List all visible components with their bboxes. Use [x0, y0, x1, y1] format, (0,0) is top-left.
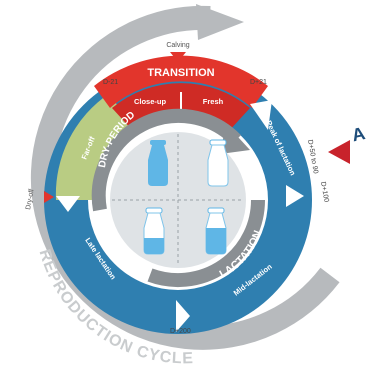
dry-period-ring [91, 108, 242, 212]
transition-band [94, 55, 268, 108]
separator-d21-arrow [250, 100, 272, 130]
close-up-label: Close-up [134, 97, 167, 106]
lactation-inner-ring [147, 199, 265, 288]
calving-marker-icon [170, 52, 186, 62]
separator-d100-arrow [286, 185, 304, 207]
separator-dryoff-arrow [56, 196, 80, 212]
dry-period-arrowhead [220, 124, 250, 154]
milk-can-icon [207, 139, 229, 187]
milk-can-icon [205, 207, 227, 255]
outer-cycle-arrowhead [196, 4, 244, 40]
fresh-label: Fresh [203, 97, 224, 106]
marker-d200: D+200 [170, 328, 191, 335]
transition-label: TRANSITION [147, 67, 214, 79]
milk-can-icon [143, 207, 165, 255]
dry-off-label: Dry-off [25, 189, 36, 211]
separator-d200-arrow [176, 300, 190, 332]
right-cut-label: A [350, 123, 367, 145]
far-off-segment [55, 93, 133, 200]
marker-d-21: D-21 [103, 79, 118, 86]
marker-d+21: D+21 [250, 79, 267, 86]
marker-d100: D+100 [319, 181, 330, 203]
calving-label: Calving [166, 42, 189, 49]
right-red-marker-icon [328, 140, 350, 164]
dry-off-marker-icon [44, 191, 54, 203]
milk-can-icon [148, 140, 168, 186]
